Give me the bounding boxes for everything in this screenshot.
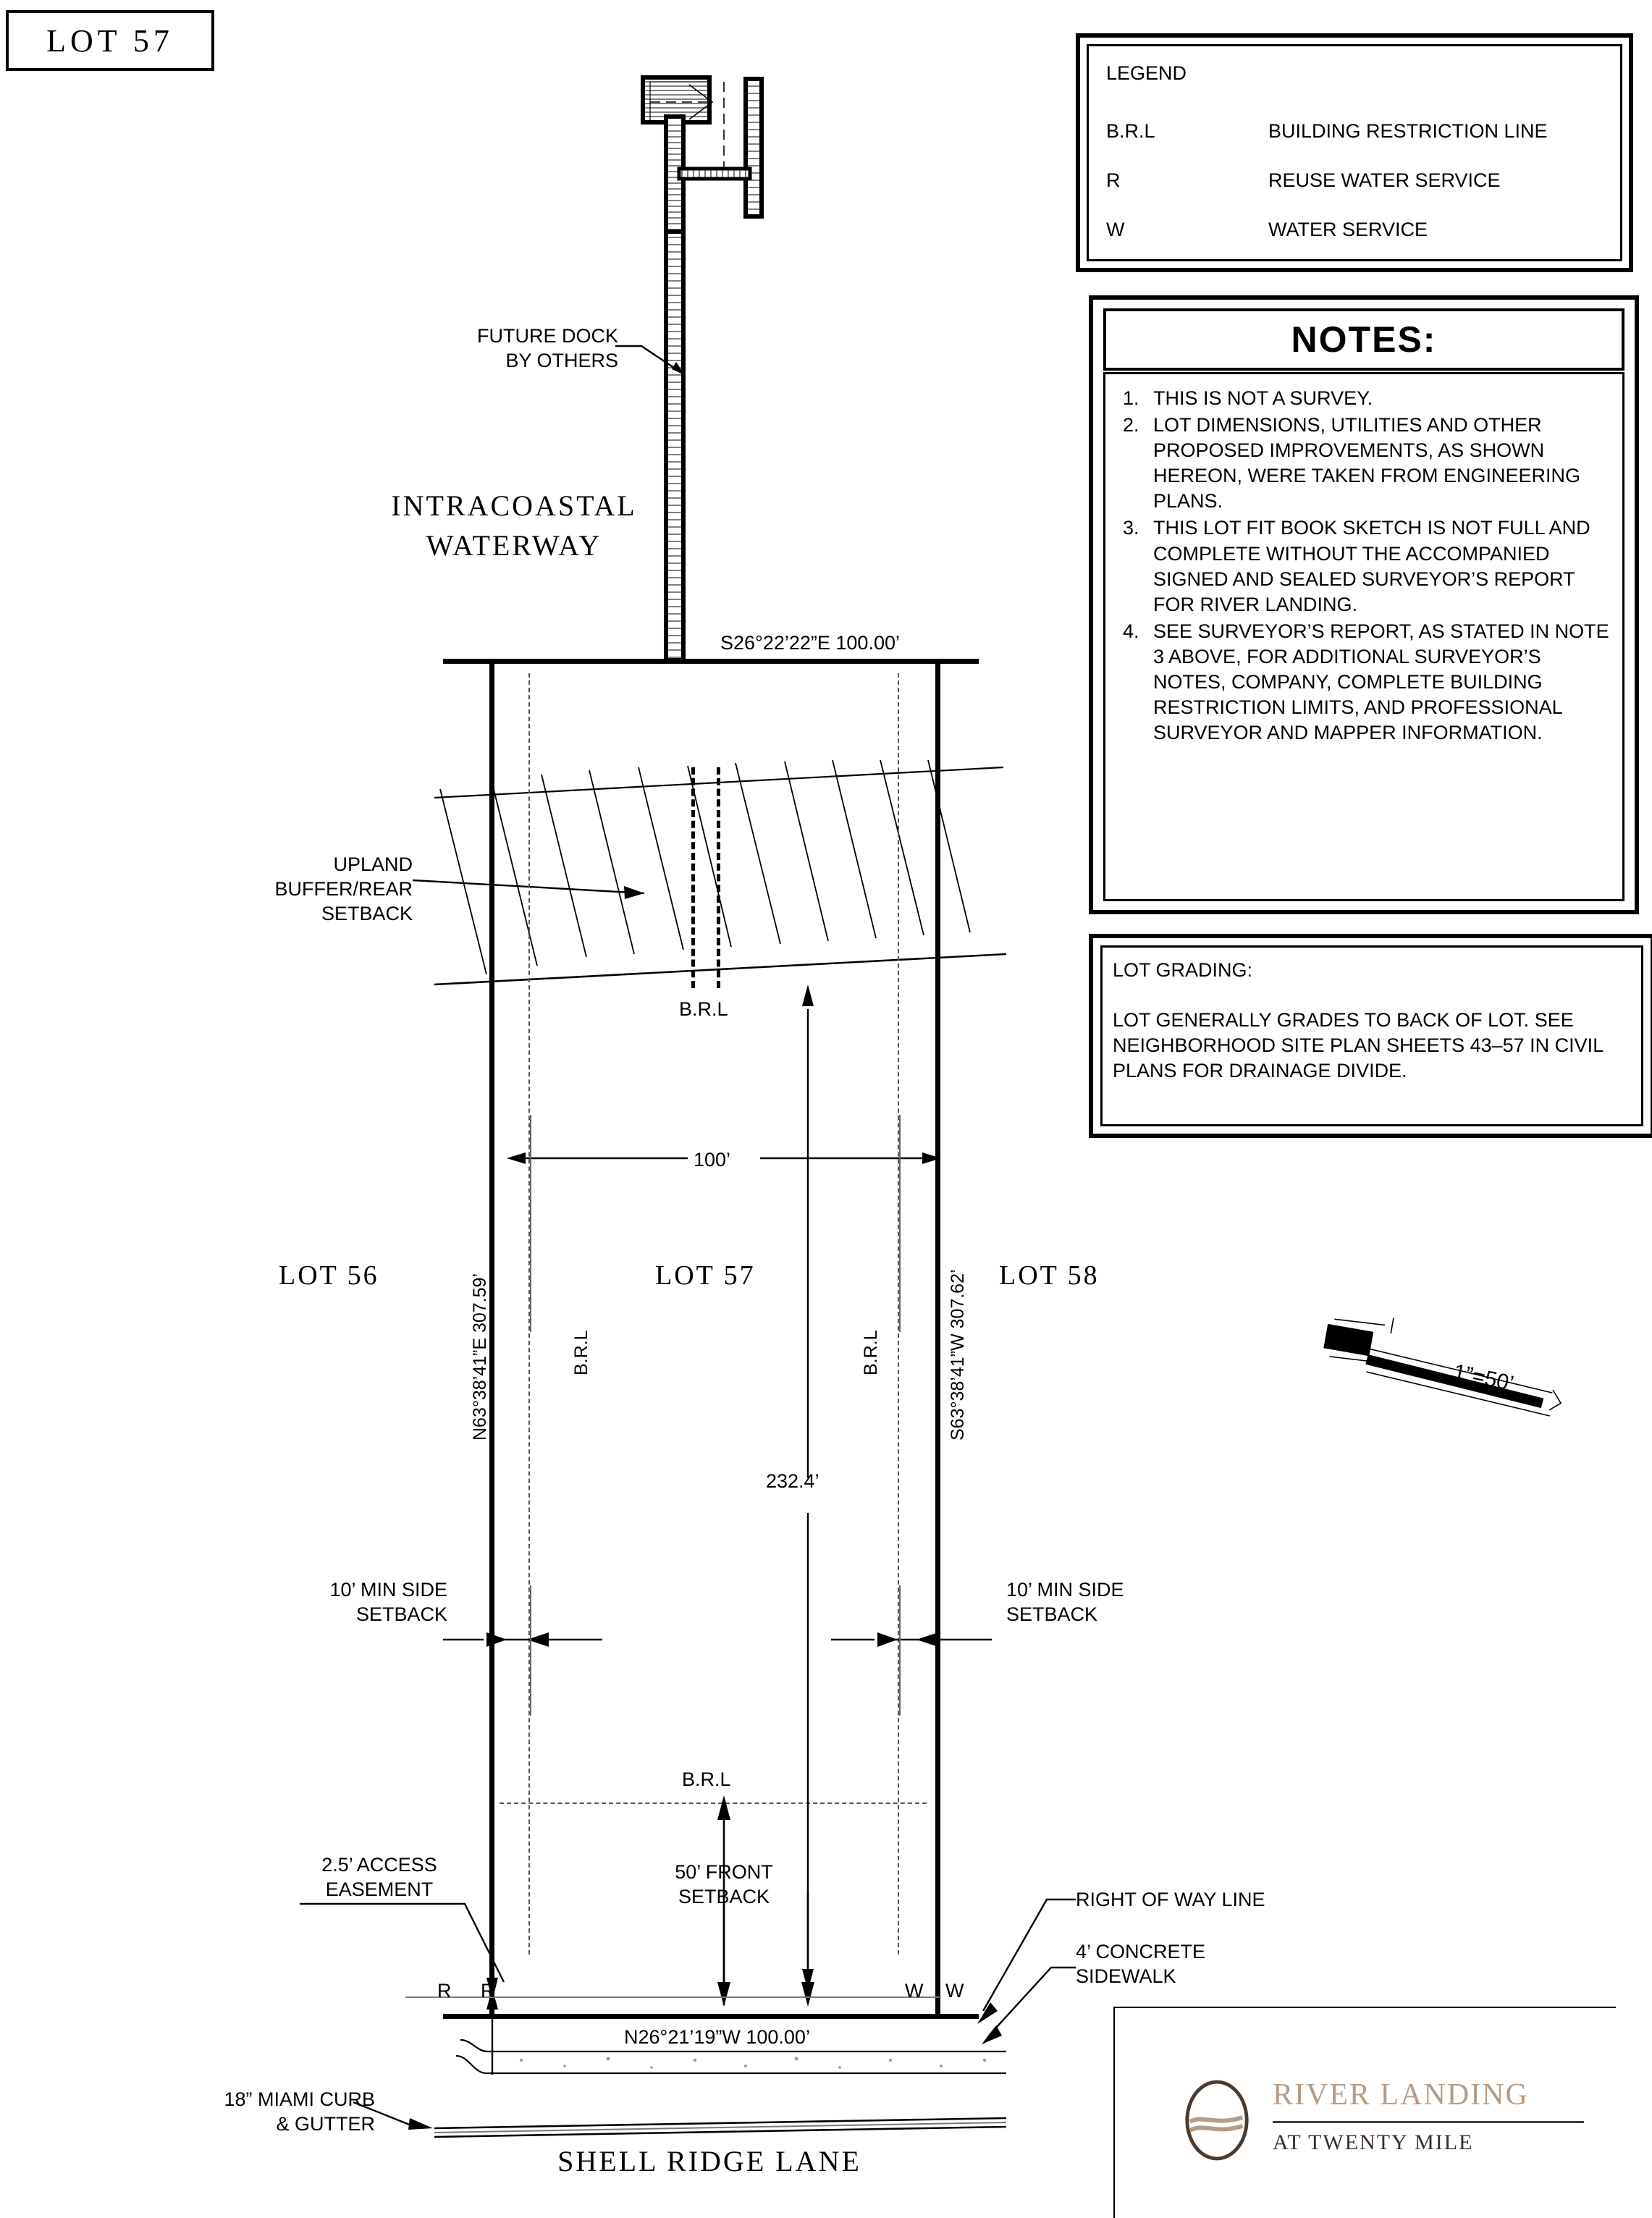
waterway-label: INTRACOASTAL WATERWAY xyxy=(391,489,637,562)
brl-right-label: B.R.L xyxy=(861,1330,881,1375)
note-item: 4. SEE SURVEYOR’S REPORT, AS STATED IN N… xyxy=(1113,619,1615,746)
side-setback-ext-left xyxy=(530,1585,531,1716)
notes-body: 1. THIS IS NOT A SURVEY. 2. LOT DIMENSIO… xyxy=(1103,372,1624,901)
upland-buffer-label: UPLAND BUFFER/REAR SETBACK xyxy=(274,853,413,924)
brl-rear-label: B.R.L xyxy=(679,998,728,1020)
concrete-sidewalk-graphic xyxy=(455,2038,1006,2075)
upland-buffer-leader xyxy=(412,879,645,899)
legend-inner-frame: LEGEND B.R.L BUILDING RESTRICTION LINE R… xyxy=(1087,44,1622,261)
utility-mark-w2: W xyxy=(945,1980,964,2002)
note-item: 2. LOT DIMENSIONS, UTILITIES AND OTHER P… xyxy=(1113,413,1615,514)
dock-pier-graphic xyxy=(664,229,686,662)
rear-lot-line xyxy=(443,659,979,664)
scale-bar: 1”=50’ xyxy=(1323,1317,1562,1417)
side-setback-right-arrows xyxy=(831,1632,992,1647)
logo-block: RIVER LANDING AT TWENTY MILE xyxy=(1113,2007,1616,2218)
logo-divider xyxy=(1273,2121,1584,2123)
lot-label-57: LOT 57 xyxy=(655,1260,756,1291)
utility-mark-w1: W xyxy=(905,1980,924,2002)
miami-curb-leader xyxy=(353,2101,433,2130)
side-setback-ext-right xyxy=(899,1585,901,1716)
brl-right-line xyxy=(898,673,899,1955)
front-lot-line xyxy=(443,2014,979,2019)
depth-dimension-label: 232.4’ xyxy=(766,1470,819,1492)
width-ext-right xyxy=(899,1115,901,1332)
note-number: 3. xyxy=(1123,517,1139,539)
note-text: SEE SURVEYOR’S REPORT, AS STATED IN NOTE… xyxy=(1153,620,1609,744)
street-name-label: SHELL RIDGE LANE xyxy=(557,2145,861,2177)
right-of-way-label: RIGHT OF WAY LINE xyxy=(1076,1889,1265,1910)
utility-service-line xyxy=(405,1996,941,1998)
lot-grading-title: LOT GRADING: xyxy=(1113,959,1253,981)
access-easement-label: 2.5’ ACCESS EASEMENT xyxy=(321,1854,437,1900)
front-setback-arrow-down-2 xyxy=(801,1891,814,2007)
note-text: THIS LOT FIT BOOK SKETCH IS NOT FULL AND… xyxy=(1153,517,1590,615)
lot-grading-text: LOT GENERALLY GRADES TO BACK OF LOT. SEE… xyxy=(1113,1009,1603,1082)
legend-title: LEGEND xyxy=(1106,62,1187,84)
lot-grading-inner: LOT GRADING: LOT GENERALLY GRADES TO BAC… xyxy=(1100,945,1643,1126)
notes-box: NOTES: 1. THIS IS NOT A SURVEY. 2. LOT D… xyxy=(1089,295,1639,914)
brl-front-label: B.R.L xyxy=(682,1768,731,1790)
note-number: 1. xyxy=(1123,387,1139,409)
brl-front-line xyxy=(500,1802,927,1804)
legend-value-w: WATER SERVICE xyxy=(1268,219,1428,240)
lot-grading-box: LOT GRADING: LOT GENERALLY GRADES TO BAC… xyxy=(1089,934,1652,1138)
note-item: 1. THIS IS NOT A SURVEY. xyxy=(1113,386,1615,411)
sidewalk-label: 4’ CONCRETE SIDEWALK xyxy=(1076,1941,1206,1987)
front-bearing-label: N26°21’19”W 100.00’ xyxy=(624,2026,810,2048)
side-setback-right-label: 10’ MIN SIDE SETBACK xyxy=(1006,1579,1124,1625)
future-dock-label: FUTURE DOCK BY OTHERS xyxy=(477,325,618,371)
logo-text-block: RIVER LANDING AT TWENTY MILE xyxy=(1273,2078,1584,2155)
legend-value-brl: BUILDING RESTRICTION LINE xyxy=(1268,120,1548,142)
side-setback-left-label: 10’ MIN SIDE SETBACK xyxy=(329,1579,447,1625)
notes-title: NOTES: xyxy=(1103,308,1624,371)
brl-center-dash-left xyxy=(691,767,695,988)
lot-label-58: LOT 58 xyxy=(999,1260,1100,1291)
width-ext-left xyxy=(530,1115,531,1332)
width-dimension-label: 100’ xyxy=(694,1149,731,1171)
right-bearing-label: S63°38’41”W 307.62’ xyxy=(948,1269,968,1441)
front-setback-arrow-down xyxy=(717,1891,730,2007)
miami-curb-label: 18” MIAMI CURB & GUTTER xyxy=(224,2088,375,2135)
logo-subtitle: AT TWENTY MILE xyxy=(1273,2130,1474,2154)
lot-title-box: LOT 57 xyxy=(6,10,214,71)
note-number: 4. xyxy=(1123,620,1139,642)
brl-left-line xyxy=(528,673,530,1955)
legend-key-brl: B.R.L xyxy=(1106,120,1155,142)
future-dock-leader xyxy=(615,345,686,376)
note-text: LOT DIMENSIONS, UTILITIES AND OTHER PROP… xyxy=(1153,414,1581,513)
width-dimension xyxy=(507,1152,941,1164)
right-of-way-leader xyxy=(977,1898,1076,2044)
river-landing-oval-icon xyxy=(1185,2080,1249,2161)
note-text: THIS IS NOT A SURVEY. xyxy=(1153,387,1373,409)
brl-center-dash-right xyxy=(717,767,720,988)
logo-name: RIVER LANDING xyxy=(1273,2078,1529,2112)
utility-mark-r2: R xyxy=(481,1980,495,2002)
page-title: LOT 57 xyxy=(46,22,174,59)
rear-bearing-label: S26°22’22”E 100.00’ xyxy=(720,632,900,654)
note-number: 2. xyxy=(1123,414,1139,437)
side-setback-left-arrows xyxy=(443,1632,602,1647)
note-item: 3. THIS LOT FIT BOOK SKETCH IS NOT FULL … xyxy=(1113,515,1615,617)
legend-value-r: REUSE WATER SERVICE xyxy=(1268,169,1501,191)
utility-mark-r1: R xyxy=(437,1980,452,2002)
left-lot-line xyxy=(489,659,494,2014)
brl-left-label: B.R.L xyxy=(571,1330,591,1375)
miami-curb-graphic xyxy=(434,2117,1007,2138)
left-bearing-label: N63°38’41”E 307.59’ xyxy=(470,1273,490,1441)
legend-key-w: W xyxy=(1106,219,1125,240)
access-easement-leader xyxy=(300,1902,505,1983)
right-lot-line xyxy=(935,659,940,2014)
legend-box: LEGEND B.R.L BUILDING RESTRICTION LINE R… xyxy=(1076,33,1633,272)
legend-key-r: R xyxy=(1106,169,1121,191)
future-dock-graphic xyxy=(641,75,764,237)
lot-label-56: LOT 56 xyxy=(279,1260,379,1291)
